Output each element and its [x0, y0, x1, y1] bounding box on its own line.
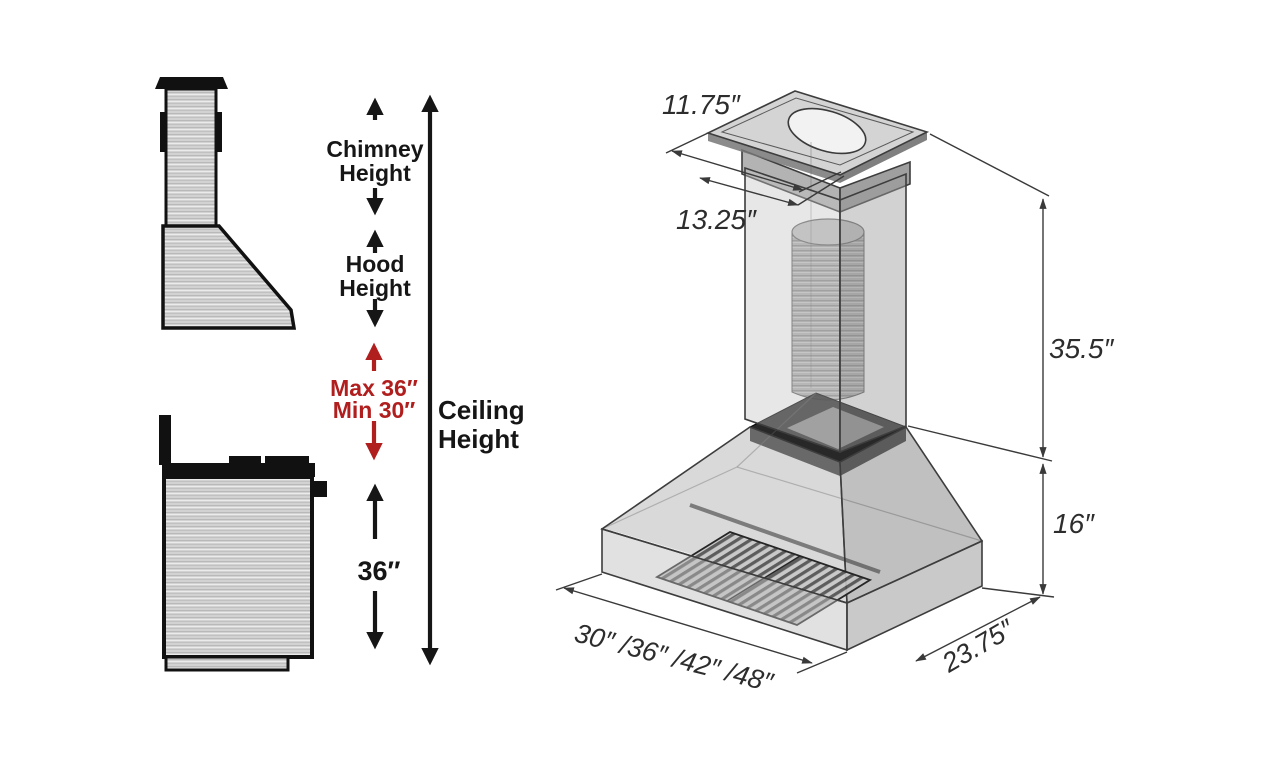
- hood-body: [161, 224, 297, 330]
- chimney-height-label-line2: Height: [339, 160, 411, 186]
- plate-width-label: 11.75″: [662, 89, 741, 120]
- frame-opening: [787, 407, 884, 449]
- chimney-height-label-line1: Chimney: [326, 136, 423, 162]
- hood-height-label-line1: Hood: [346, 251, 405, 277]
- ext-line: [797, 175, 845, 206]
- duct-hole: [787, 107, 867, 155]
- chimney-bracket-left: [160, 112, 167, 152]
- range-grate-right: [265, 456, 309, 464]
- side-view-hood: [155, 77, 297, 330]
- width-options-label: 30″ /36″ /42″ /48″: [571, 618, 777, 698]
- hood-section-height-label: 16″: [1053, 508, 1095, 539]
- width-dim-line: [563, 587, 813, 664]
- ext-line: [665, 132, 709, 154]
- max-clearance-label: Max 36″: [330, 375, 418, 401]
- range-grate-left: [229, 456, 261, 464]
- hood-cap: [155, 77, 228, 89]
- depth-dim-line: [915, 596, 1041, 662]
- chimney-right-face: [839, 172, 907, 454]
- chimney-front-face: [744, 166, 841, 454]
- range-backguard: [159, 415, 171, 465]
- filter-rail: [689, 503, 881, 574]
- height-annotations: Chimney Height Hood Height Max 36″ Min 3…: [326, 94, 525, 666]
- ext-line: [929, 133, 1050, 197]
- hood-to-cooktop-label: 36″: [358, 556, 401, 586]
- chimney-section-height-label: 35.5″: [1049, 333, 1114, 364]
- range-body: [162, 475, 314, 659]
- range-base: [164, 655, 290, 672]
- plate-depth-label: 13.25″: [676, 204, 757, 235]
- plate-edge-right: [840, 132, 927, 183]
- ceiling-height-label-line2: Height: [438, 424, 519, 454]
- base-right-face: [846, 539, 983, 652]
- range-handle: [312, 481, 327, 497]
- side-view-range: [159, 415, 327, 672]
- ext-line: [981, 587, 1055, 598]
- chimney-bracket-right: [215, 112, 222, 152]
- ext-line: [796, 651, 848, 674]
- min-clearance-label: Min 30″: [333, 397, 416, 423]
- flex-duct-top: [791, 218, 865, 246]
- ceiling-height-label-line1: Ceiling: [438, 395, 525, 425]
- range-cooktop: [162, 463, 315, 477]
- plate-depth-dim-line: [699, 177, 799, 206]
- hood-chimney: [164, 87, 218, 228]
- hood-height-label-line2: Height: [339, 275, 411, 301]
- ext-line: [907, 425, 1053, 462]
- hood-depth-label: 23.75″: [936, 613, 1020, 679]
- ext-line: [555, 573, 603, 591]
- ext-line: [798, 171, 842, 193]
- iso-hood: [600, 90, 984, 652]
